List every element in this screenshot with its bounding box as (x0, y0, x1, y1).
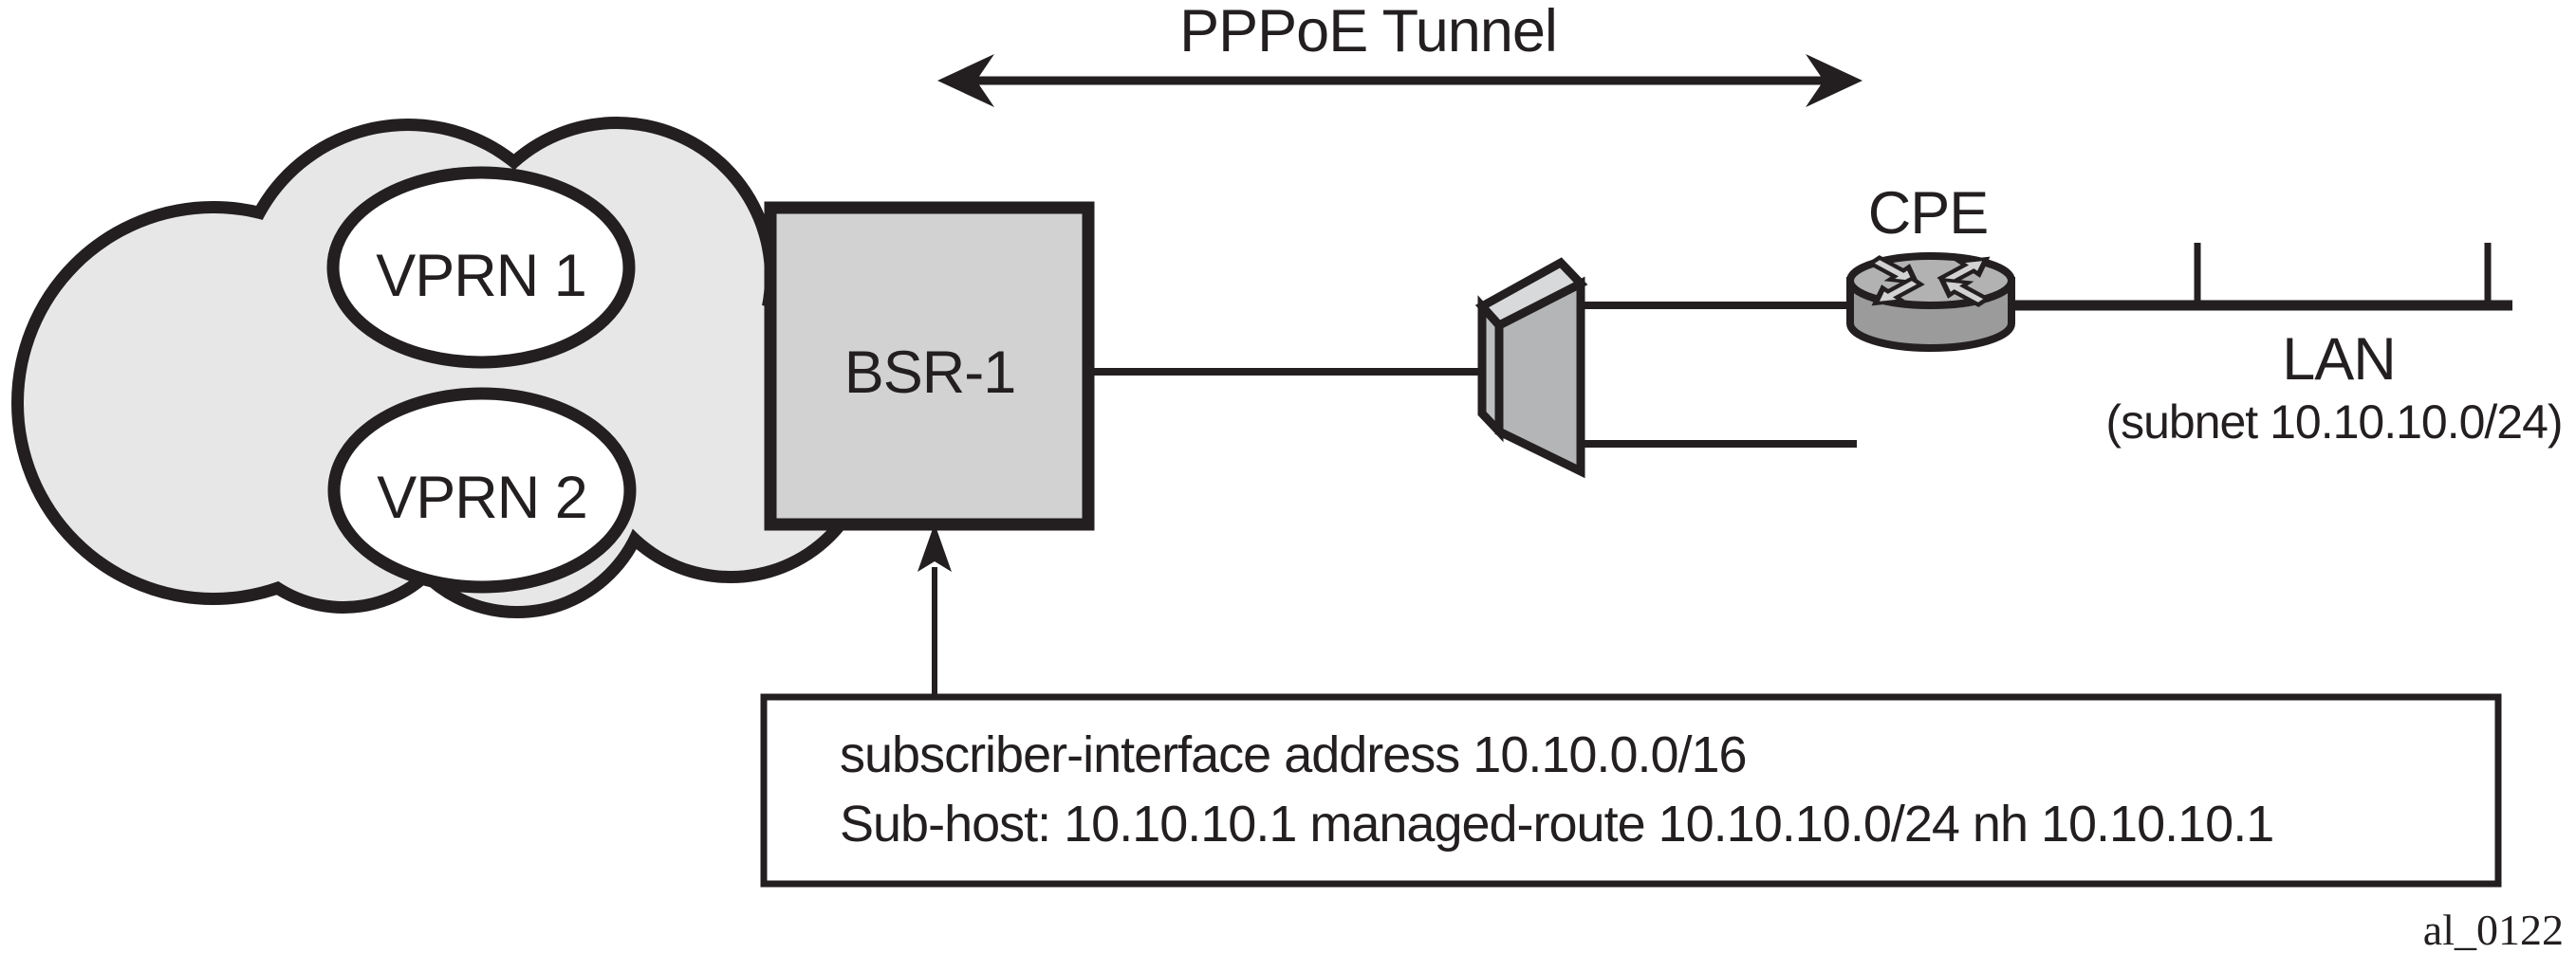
pppoe-tunnel-label: PPPoE Tunnel (1179, 0, 1557, 64)
vprn1-label: VPRN 1 (376, 243, 586, 309)
wedge-left-face (1477, 295, 1504, 443)
vprn2-ellipse (327, 387, 637, 594)
note-callout-arrow (917, 523, 952, 699)
bsr1-label: BSR-1 (844, 339, 1016, 406)
vprn1-ellipse (326, 166, 636, 369)
tunnel-arrow-left-head (937, 54, 994, 107)
router-arrows (1866, 255, 1992, 307)
bsr1-node (764, 201, 1095, 531)
router-arrow-inward-br (1937, 277, 1992, 307)
cpe-label: CPE (1868, 180, 1989, 247)
lan-subnet-label: (subnet 10.10.10.0/24) (2105, 395, 2562, 449)
router-arrow-outward-bl (1871, 276, 1925, 306)
note-box (760, 693, 2502, 888)
callout-arrow-head (917, 523, 952, 572)
note-line1: subscriber-interface address 10.10.0.0/1… (840, 726, 1747, 783)
vprn2-label: VPRN 2 (377, 465, 587, 531)
pppoe-tunnel-arrow (937, 54, 1863, 107)
tunnel-arrow-right-head (1806, 54, 1863, 107)
figure-id-label: al_0122 (2423, 906, 2564, 954)
cpe-router-icon (1846, 252, 2015, 352)
note-line2: Sub-host: 10.10.10.1 managed-route 10.10… (840, 796, 2273, 853)
dslam-wedge-icon (1474, 257, 1588, 479)
lan-label: LAN (2282, 326, 2396, 393)
